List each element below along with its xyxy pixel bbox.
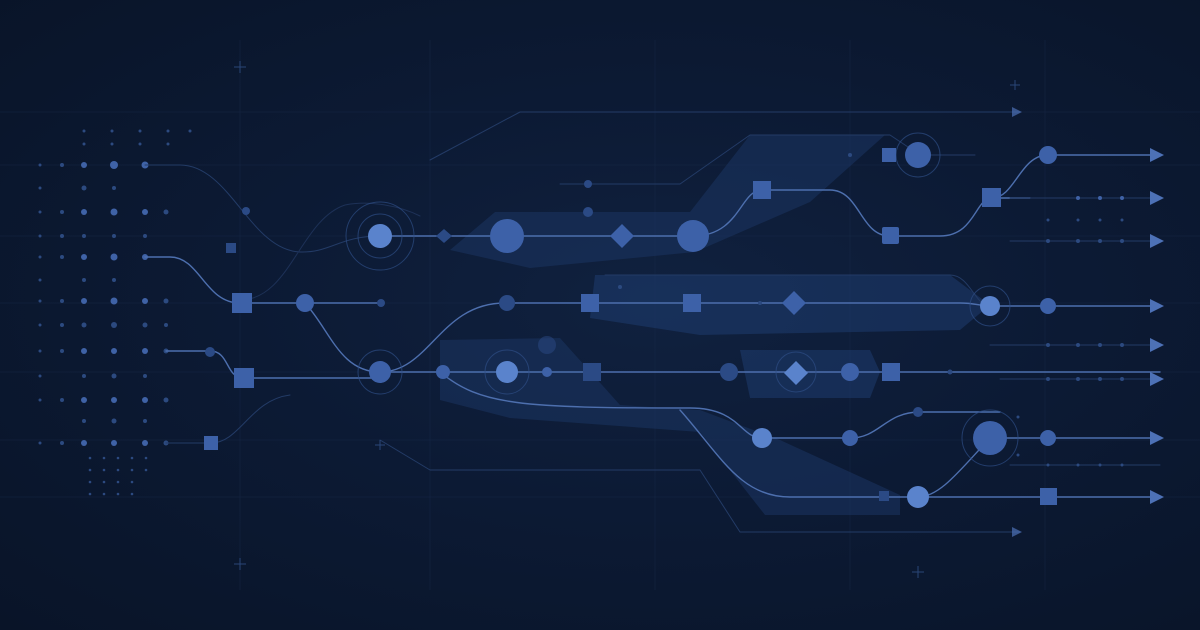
circle-nodes (205, 142, 1057, 508)
diamond-node-icon (784, 361, 808, 385)
square-node-icon (882, 363, 900, 381)
arrow-heads (1012, 107, 1164, 537)
circle-node-icon (296, 294, 314, 312)
arrow-head-icon (1150, 490, 1164, 504)
circle-node-icon (490, 219, 524, 253)
circle-node-icon (369, 361, 391, 383)
glow-bands (440, 135, 990, 515)
circle-node-icon (980, 296, 1000, 316)
circle-node-icon (913, 407, 923, 417)
circle-node-icon (1040, 298, 1056, 314)
diamond-node-icon (436, 229, 452, 243)
arrow-head-icon (1150, 148, 1164, 162)
square-node-icon (882, 227, 899, 244)
arrow-head-icon (1150, 431, 1164, 445)
square-node-icon (583, 363, 601, 381)
band-lower (440, 338, 900, 515)
circle-node-icon (842, 430, 858, 446)
square-node-icon (1040, 488, 1057, 505)
circle-node-icon (677, 220, 709, 252)
arrow-head-icon (1150, 338, 1164, 352)
arrow-head-icon (1012, 107, 1022, 117)
square-node-icon (882, 148, 896, 162)
circle-node-icon (752, 428, 772, 448)
circle-node-icon (905, 142, 931, 168)
square-node-icon (226, 243, 236, 253)
circle-node-icon (973, 421, 1007, 455)
square-nodes (204, 148, 1057, 505)
square-node-icon (234, 368, 254, 388)
square-node-icon (204, 436, 218, 450)
trace-cross-down (304, 302, 381, 373)
band-upper (450, 135, 885, 268)
trace-dots (618, 153, 1124, 467)
circle-node-icon (907, 486, 929, 508)
circle-node-icon (496, 361, 518, 383)
crosshair-icon (912, 566, 924, 578)
square-node-icon (232, 293, 252, 313)
circle-node-icon (436, 365, 450, 379)
circle-node-icon (720, 363, 738, 381)
circle-node-icon (1040, 430, 1056, 446)
arrow-head-icon (1150, 299, 1164, 313)
trace-top-faint (429, 111, 1021, 161)
crosshair-icon (1010, 80, 1020, 90)
crosshair-marks (234, 61, 1020, 578)
trace-bottom-swoop (679, 409, 1161, 498)
circle-node-icon (368, 224, 392, 248)
band-lower-right (740, 350, 880, 398)
circle-node-icon (841, 363, 859, 381)
trace-faint-arc (239, 202, 421, 301)
trace-bottom-faint (379, 439, 1021, 533)
crosshair-icon (234, 558, 246, 570)
arrow-head-icon (1150, 234, 1164, 248)
circle-node-icon (542, 367, 552, 377)
trace-left-lower (165, 350, 381, 379)
square-node-icon (581, 294, 599, 312)
circle-node-icon (1039, 146, 1057, 164)
trace-curve-down (439, 371, 1001, 439)
circle-node-icon (499, 295, 515, 311)
trace-left-mid (144, 256, 381, 304)
arrow-head-icon (1150, 372, 1164, 386)
circle-node-icon (242, 207, 250, 215)
diamond-node-icon (610, 224, 634, 248)
square-node-icon (753, 181, 771, 199)
trace-main-upper (379, 189, 1031, 237)
square-node-icon (683, 294, 701, 312)
circle-node-icon (583, 207, 593, 217)
trace-top-left (144, 164, 381, 253)
crosshair-icon (375, 440, 385, 450)
arrow-head-icon (1012, 527, 1022, 537)
trace-top-right (991, 154, 1161, 199)
circle-node-icon (538, 336, 556, 354)
diamond-node-icon (782, 291, 806, 315)
diamond-nodes (436, 224, 808, 385)
circle-node-icon (377, 299, 385, 307)
crosshair-icon (234, 61, 246, 73)
square-node-icon (982, 188, 1001, 207)
circle-node-icon (584, 180, 592, 188)
trace-left-bottom (165, 394, 291, 444)
circle-node-icon (205, 347, 215, 357)
square-node-icon (879, 491, 889, 501)
arrow-head-icon (1150, 191, 1164, 205)
